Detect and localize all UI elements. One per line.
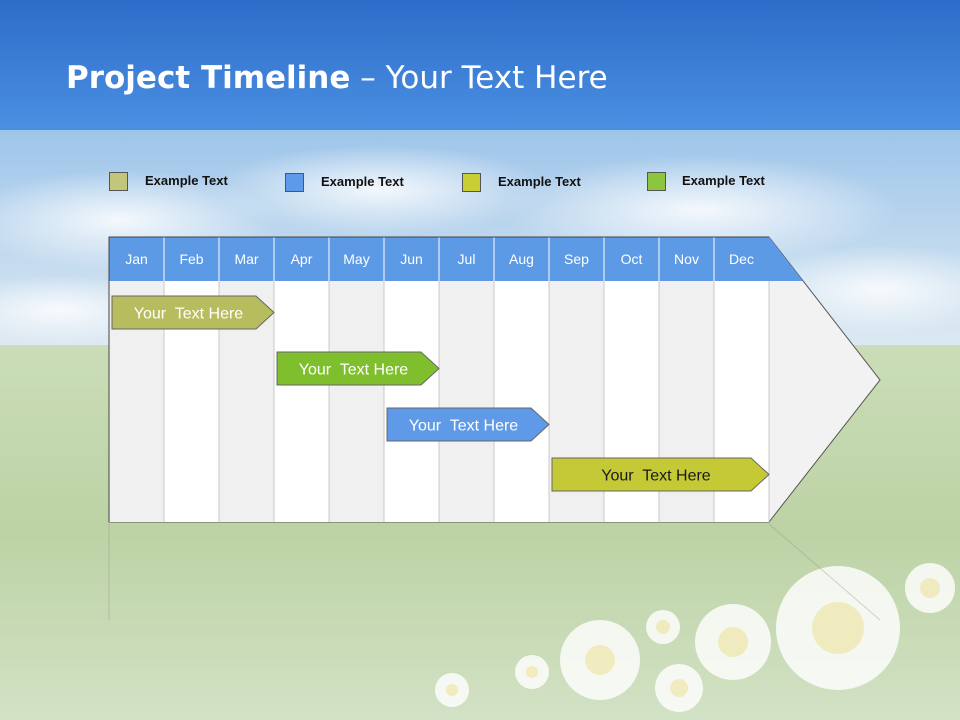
reflection-line	[768, 523, 881, 621]
month-label: Sep	[564, 251, 589, 267]
title-bold: Project Timeline	[66, 60, 351, 96]
daisy-flowers	[435, 563, 955, 712]
task-bar-shape	[276, 351, 440, 386]
month-label: Apr	[291, 251, 313, 267]
legend-label: Example Text	[498, 174, 581, 189]
legend-label: Example Text	[682, 173, 765, 188]
task-bar-shape	[111, 295, 275, 330]
timeline-reflection	[108, 523, 881, 621]
month-label: Dec	[729, 251, 754, 267]
task-bar-label: Your Text Here	[601, 468, 711, 485]
legend-swatch	[462, 173, 481, 192]
month-column	[384, 281, 439, 522]
slide-title: Project Timeline – Your Text Here	[66, 60, 608, 96]
month-label: Jun	[400, 251, 423, 267]
month-column	[329, 281, 384, 522]
task-bar-label: Your Text Here	[299, 362, 409, 379]
month-label: Feb	[179, 251, 203, 267]
task-bar-shape	[386, 407, 550, 442]
month-column	[494, 281, 549, 522]
month-label: Jan	[125, 251, 148, 267]
task-bar-label: Your Text Here	[409, 418, 519, 435]
month-label: Nov	[674, 251, 699, 267]
task-bar: Your Text Here	[276, 351, 440, 386]
legend-swatch	[285, 173, 304, 192]
month-column	[439, 281, 494, 522]
timeline-border	[108, 236, 769, 522]
task-bar-label: Your Text Here	[134, 306, 244, 323]
legend-label: Example Text	[145, 173, 228, 188]
title-rest: – Your Text Here	[350, 60, 608, 96]
month-header: Jan Feb Mar Apr May Jun Jul Aug Sep Oct Nov Dec	[108, 236, 803, 522]
month-label: Oct	[621, 251, 643, 267]
month-header-band	[109, 237, 803, 281]
legend-swatch	[647, 172, 666, 191]
task-bar: Your Text Here	[386, 407, 550, 442]
legend-label: Example Text	[321, 174, 404, 189]
legend-swatch	[109, 172, 128, 191]
task-bar: Your Text Here	[111, 295, 275, 330]
month-label: Mar	[234, 251, 258, 267]
month-label: Aug	[509, 251, 534, 267]
month-label: May	[343, 251, 369, 267]
task-bar-shape	[551, 457, 770, 492]
month-column	[274, 281, 329, 522]
task-bar: Your Text Here	[551, 457, 770, 492]
month-label: Jul	[458, 251, 476, 267]
